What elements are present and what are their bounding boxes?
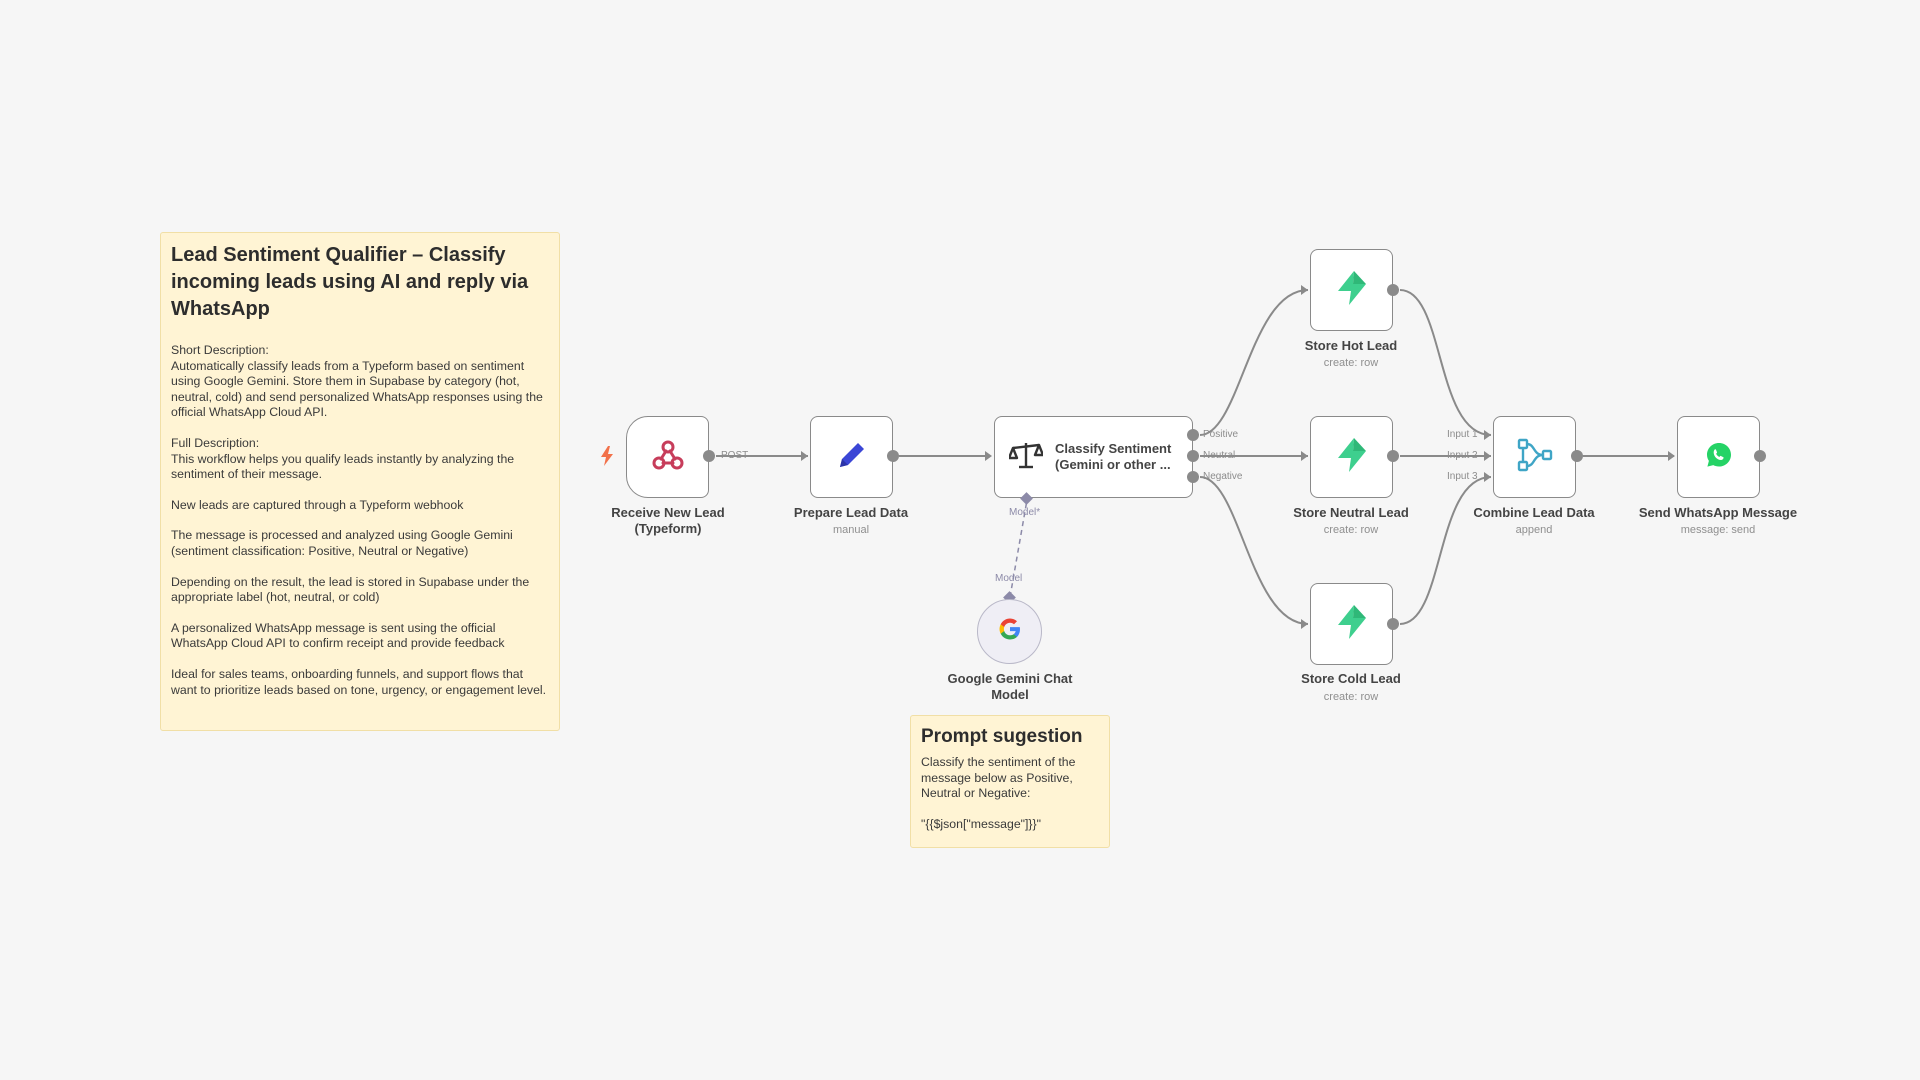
- output-port-negative[interactable]: [1187, 471, 1199, 483]
- node-label: Receive New Lead (Typeform): [611, 505, 725, 536]
- node-subtitle: create: row: [1323, 524, 1379, 536]
- output-port[interactable]: [703, 450, 715, 462]
- node-subtitle: create: row: [1323, 691, 1379, 703]
- input-port[interactable]: [801, 451, 808, 461]
- scale-icon: [1007, 440, 1045, 475]
- output-port[interactable]: [1387, 618, 1399, 630]
- pencil-icon: [834, 437, 870, 478]
- input-port[interactable]: [1301, 285, 1308, 295]
- trigger-bolt-icon: [600, 446, 614, 471]
- output-port[interactable]: [1387, 284, 1399, 296]
- node-subtitle: create: row: [1323, 357, 1379, 369]
- sticky-paragraph: "{{$json["message"]}}": [921, 816, 1042, 831]
- output-port-neutral[interactable]: [1187, 450, 1199, 462]
- output-label-positive: Positive: [1203, 429, 1239, 440]
- node-subtitle: manual: [832, 524, 870, 536]
- node-label: Combine Lead Data: [1473, 505, 1595, 520]
- node-store-cold-lead[interactable]: [1310, 583, 1393, 665]
- sticky-paragraph: Depending on the result, the lead is sto…: [171, 574, 530, 605]
- node-store-hot-lead[interactable]: [1310, 249, 1393, 331]
- sticky-paragraph: New leads are captured through a Typefor…: [171, 497, 464, 512]
- input-port-1[interactable]: [1484, 430, 1491, 440]
- node-receive-new-lead[interactable]: [626, 416, 709, 498]
- node-label: Classify Sentiment (Gemini or other ...: [1055, 441, 1172, 472]
- output-label-neutral: Neutral: [1203, 450, 1236, 461]
- output-port[interactable]: [887, 450, 899, 462]
- node-label: Store Cold Lead: [1301, 671, 1401, 686]
- input-port[interactable]: [1301, 451, 1308, 461]
- node-subtitle: message: send: [1680, 524, 1756, 536]
- node-prepare-lead-data[interactable]: [810, 416, 893, 498]
- prompt-body: Classify the sentiment of the message be…: [921, 755, 1099, 832]
- input-port-2[interactable]: [1484, 451, 1491, 461]
- sticky-title: Lead Sentiment Qualifier – Classify inco…: [171, 244, 529, 320]
- connection-cold-combine[interactable]: [1399, 476, 1492, 625]
- prompt-title: Prompt sugestion: [921, 726, 1083, 747]
- node-classify-sentiment[interactable]: Classify Sentiment (Gemini or other ...: [994, 416, 1193, 498]
- sticky-note-description[interactable]: Lead Sentiment Qualifier – Classify inco…: [160, 232, 560, 731]
- node-send-whatsapp-message[interactable]: [1677, 416, 1760, 498]
- node-label: Send WhatsApp Message: [1638, 505, 1798, 520]
- sticky-note-prompt[interactable]: Prompt sugestion Classify the sentiment …: [910, 715, 1110, 848]
- supabase-icon: [1336, 270, 1368, 310]
- input-port[interactable]: [1301, 619, 1308, 629]
- output-port[interactable]: [1571, 450, 1583, 462]
- sticky-paragraph: Ideal for sales teams, onboarding funnel…: [171, 666, 547, 697]
- input-label-1: Input 1: [1447, 429, 1478, 440]
- input-label-3: Input 3: [1447, 471, 1478, 482]
- output-port-positive[interactable]: [1187, 429, 1199, 441]
- node-google-gemini-chat-model[interactable]: [977, 599, 1042, 664]
- node-label: Prepare Lead Data: [793, 505, 909, 520]
- node-label: Store Neutral Lead: [1293, 505, 1409, 520]
- connection-negative-cold[interactable]: [1199, 476, 1309, 625]
- sticky-paragraph: Short Description: Automatically classif…: [171, 343, 543, 420]
- supabase-icon: [1336, 604, 1368, 644]
- input-port-3[interactable]: [1484, 472, 1491, 482]
- node-subtitle: append: [1515, 524, 1553, 536]
- input-label-2: Input 2: [1447, 450, 1478, 461]
- merge-icon: [1517, 438, 1553, 477]
- node-label: Google Gemini Chat Model: [947, 671, 1073, 702]
- output-port[interactable]: [1387, 450, 1399, 462]
- supabase-icon: [1336, 437, 1368, 477]
- sticky-paragraph: Classify the sentiment of the message be…: [921, 755, 1076, 801]
- post-label: POST: [721, 450, 749, 461]
- node-label: Store Hot Lead: [1304, 338, 1398, 353]
- input-port[interactable]: [985, 451, 992, 461]
- sticky-paragraph: The message is processed and analyzed us…: [171, 528, 513, 558]
- google-icon: [997, 616, 1023, 647]
- sticky-paragraph: Full Description: This workflow helps yo…: [171, 435, 515, 482]
- output-label-negative: Negative: [1203, 471, 1243, 482]
- node-combine-lead-data[interactable]: [1493, 416, 1576, 498]
- model-output-label: Model: [995, 573, 1023, 584]
- webhook-icon: [651, 438, 685, 477]
- whatsapp-icon: [1705, 441, 1733, 474]
- input-port[interactable]: [1668, 451, 1675, 461]
- output-port[interactable]: [1754, 450, 1766, 462]
- node-store-neutral-lead[interactable]: [1310, 416, 1393, 498]
- sticky-body: Short Description: Automatically classif…: [171, 343, 549, 698]
- model-input-label: Model*: [1009, 507, 1041, 518]
- sticky-paragraph: A personalized WhatsApp message is sent …: [171, 620, 505, 651]
